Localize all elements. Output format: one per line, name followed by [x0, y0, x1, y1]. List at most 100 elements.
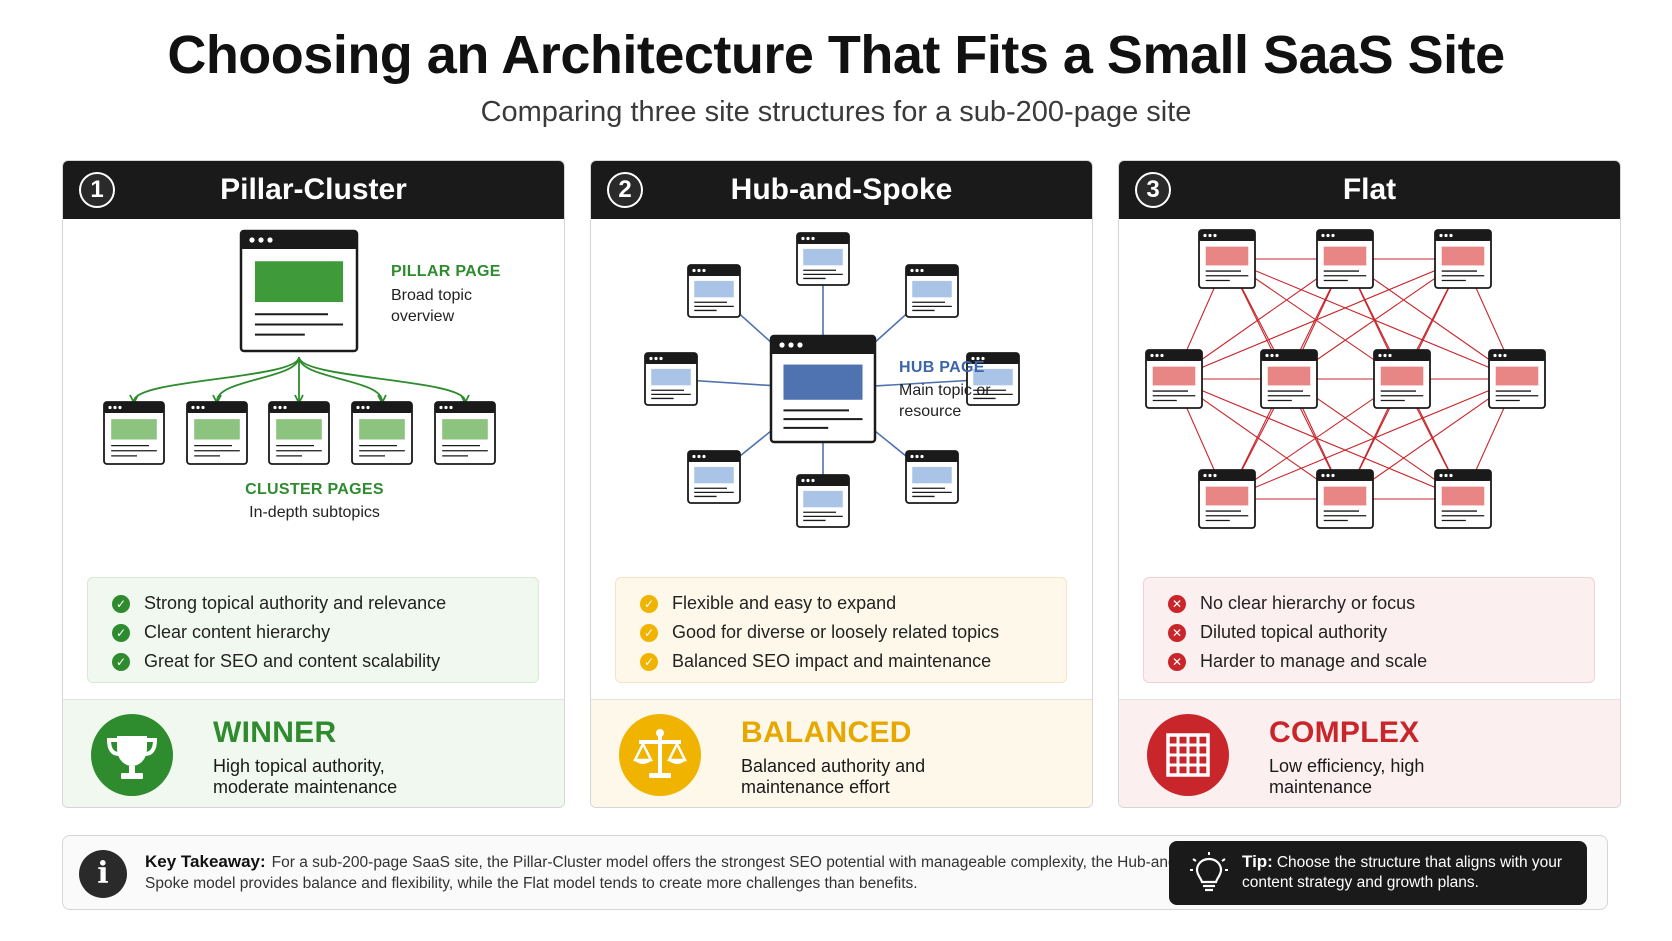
- list-item: ✓Strong topical authority and relevance: [112, 589, 538, 618]
- page-title: Choosing an Architecture That Fits a Sma…: [167, 25, 1505, 85]
- connector-line: [1288, 258, 1464, 380]
- cluster-page-node: [186, 401, 248, 465]
- spoke-page-node: [796, 474, 850, 528]
- spoke-page-node: [905, 264, 959, 318]
- connector-line: [133, 356, 300, 402]
- scales-icon: [619, 714, 701, 796]
- spoke-page-node: [966, 352, 1020, 406]
- spoke-page-node: [687, 264, 741, 318]
- pillar-cluster-diagram: PILLAR PAGE Broad topic overview CLUSTER…: [63, 219, 564, 569]
- check-icon: ✓: [112, 594, 130, 613]
- connector-line: [216, 356, 300, 402]
- x-icon: ✕: [1168, 652, 1186, 671]
- spoke-page-node: [796, 232, 850, 286]
- card-pillar-cluster: 1 Pillar-Cluster PILLAR PAGE Broad topic…: [62, 160, 565, 808]
- verdict-title: WINNER: [213, 716, 337, 749]
- pros-list: ✓Strong topical authority and relevance …: [87, 577, 539, 683]
- cluster-page-node: [103, 401, 165, 465]
- card-title: Hub-and-Spoke: [730, 173, 953, 206]
- card-title: Pillar-Cluster: [220, 173, 407, 206]
- card-number-badge: 1: [79, 172, 115, 208]
- cons-list: ✕No clear hierarchy or focus ✕Diluted to…: [1143, 577, 1595, 683]
- flat-page-node: [1373, 349, 1431, 409]
- check-icon: ✓: [112, 623, 130, 642]
- trophy-icon: [91, 714, 173, 796]
- connector-line: [298, 356, 383, 402]
- flat-page-node: [1145, 349, 1203, 409]
- card-hub-and-spoke: 2 Hub-and-Spoke HUB PAGE Main topic or r…: [590, 160, 1093, 808]
- hub-and-spoke-diagram: HUB PAGE Main topic or resource: [591, 219, 1092, 569]
- list-item: ✕Diluted topical authority: [1168, 618, 1594, 647]
- card-number-badge: 2: [607, 172, 643, 208]
- hub-page-node: [769, 334, 877, 444]
- card-flat: 3 Flat ✕No clear hierarchy or focus ✕Dil…: [1118, 160, 1621, 808]
- card-header: 1 Pillar-Cluster: [63, 161, 564, 219]
- cluster-page-node: [268, 401, 330, 465]
- grid-icon: [1147, 714, 1229, 796]
- list-item: ✕No clear hierarchy or focus: [1168, 589, 1594, 618]
- connector-line: [1226, 378, 1403, 500]
- hub-page-label: HUB PAGE: [899, 359, 985, 376]
- verdict-complex: COMPLEX Low efficiency, high maintenance: [1119, 699, 1620, 807]
- list-item: ✓Balanced SEO impact and maintenance: [640, 647, 1066, 676]
- list-item: ✓Good for diverse or loosely related top…: [640, 618, 1066, 647]
- connector-line: [1226, 378, 1518, 500]
- key-takeaway-label: Key Takeaway:: [145, 852, 266, 871]
- tip-text: Tip:Choose the structure that aligns wit…: [1242, 852, 1572, 893]
- page-subtitle: Comparing three site structures for a su…: [480, 96, 1192, 128]
- info-icon: i: [79, 850, 127, 898]
- flat-page-node: [1434, 469, 1492, 529]
- cluster-page-node: [434, 401, 496, 465]
- list-item: ✓Flexible and easy to expand: [640, 589, 1066, 618]
- list-item: ✓Great for SEO and content scalability: [112, 647, 538, 676]
- check-icon: ✓: [640, 623, 658, 642]
- key-takeaway-text: Key Takeaway:For a sub-200-page SaaS sit…: [145, 851, 1225, 894]
- connector-line: [1226, 258, 1518, 380]
- pillar-cluster-graphic: [103, 229, 496, 465]
- verdict-title: BALANCED: [741, 716, 912, 749]
- verdict-desc: Low efficiency, high maintenance: [1269, 756, 1425, 797]
- tip-body: Choose the structure that aligns with yo…: [1242, 854, 1563, 891]
- spoke-page-node: [905, 450, 959, 504]
- key-takeaway-panel: i Key Takeaway:For a sub-200-page SaaS s…: [62, 835, 1608, 910]
- key-takeaway-body: For a sub-200-page SaaS site, the Pillar…: [145, 854, 1182, 892]
- flat-page-node: [1198, 229, 1256, 289]
- cluster-page-node: [351, 401, 413, 465]
- flat-page-node: [1316, 469, 1374, 529]
- tip-box: Tip:Choose the structure that aligns wit…: [1169, 841, 1587, 905]
- connector-line: [1173, 378, 1464, 500]
- flat-page-node: [1198, 469, 1256, 529]
- verdict-winner: WINNER High topical authority, moderate …: [63, 699, 564, 807]
- hub-and-spoke-graphic: [644, 232, 1020, 528]
- lightbulb-icon: [1190, 852, 1228, 892]
- card-header: 3 Flat: [1119, 161, 1620, 219]
- pillar-page-node: [239, 229, 359, 353]
- connector-line: [1173, 258, 1464, 380]
- verdict-desc: High topical authority, moderate mainten…: [213, 756, 398, 797]
- tip-label: Tip:: [1242, 852, 1273, 871]
- verdict-balanced: BALANCED Balanced authority and maintena…: [591, 699, 1092, 807]
- list-item: ✓Clear content hierarchy: [112, 618, 538, 647]
- flat-page-node: [1316, 229, 1374, 289]
- flat-diagram: [1119, 219, 1620, 569]
- spoke-page-node: [687, 450, 741, 504]
- flat-page-node: [1434, 229, 1492, 289]
- connector-line: [298, 356, 466, 402]
- cluster-pages-label: CLUSTER PAGES: [245, 481, 384, 498]
- card-title: Flat: [1342, 173, 1397, 206]
- connector-line: [1288, 378, 1464, 500]
- list-item: ✕Harder to manage and scale: [1168, 647, 1594, 676]
- check-icon: ✓: [640, 594, 658, 613]
- pillar-page-desc: Broad topic overview: [391, 287, 472, 325]
- verdict-title: COMPLEX: [1269, 716, 1420, 749]
- flat-page-node: [1488, 349, 1546, 409]
- verdict-desc: Balanced authority and maintenance effor…: [741, 756, 926, 797]
- connector-line: [1226, 258, 1403, 380]
- spoke-page-node: [644, 352, 698, 406]
- pillar-page-label: PILLAR PAGE: [391, 263, 501, 280]
- cluster-pages-desc: In-depth subtopics: [249, 504, 380, 521]
- flat-page-node: [1260, 349, 1318, 409]
- check-icon: ✓: [112, 652, 130, 671]
- check-icon: ✓: [640, 652, 658, 671]
- card-number-badge: 3: [1135, 172, 1171, 208]
